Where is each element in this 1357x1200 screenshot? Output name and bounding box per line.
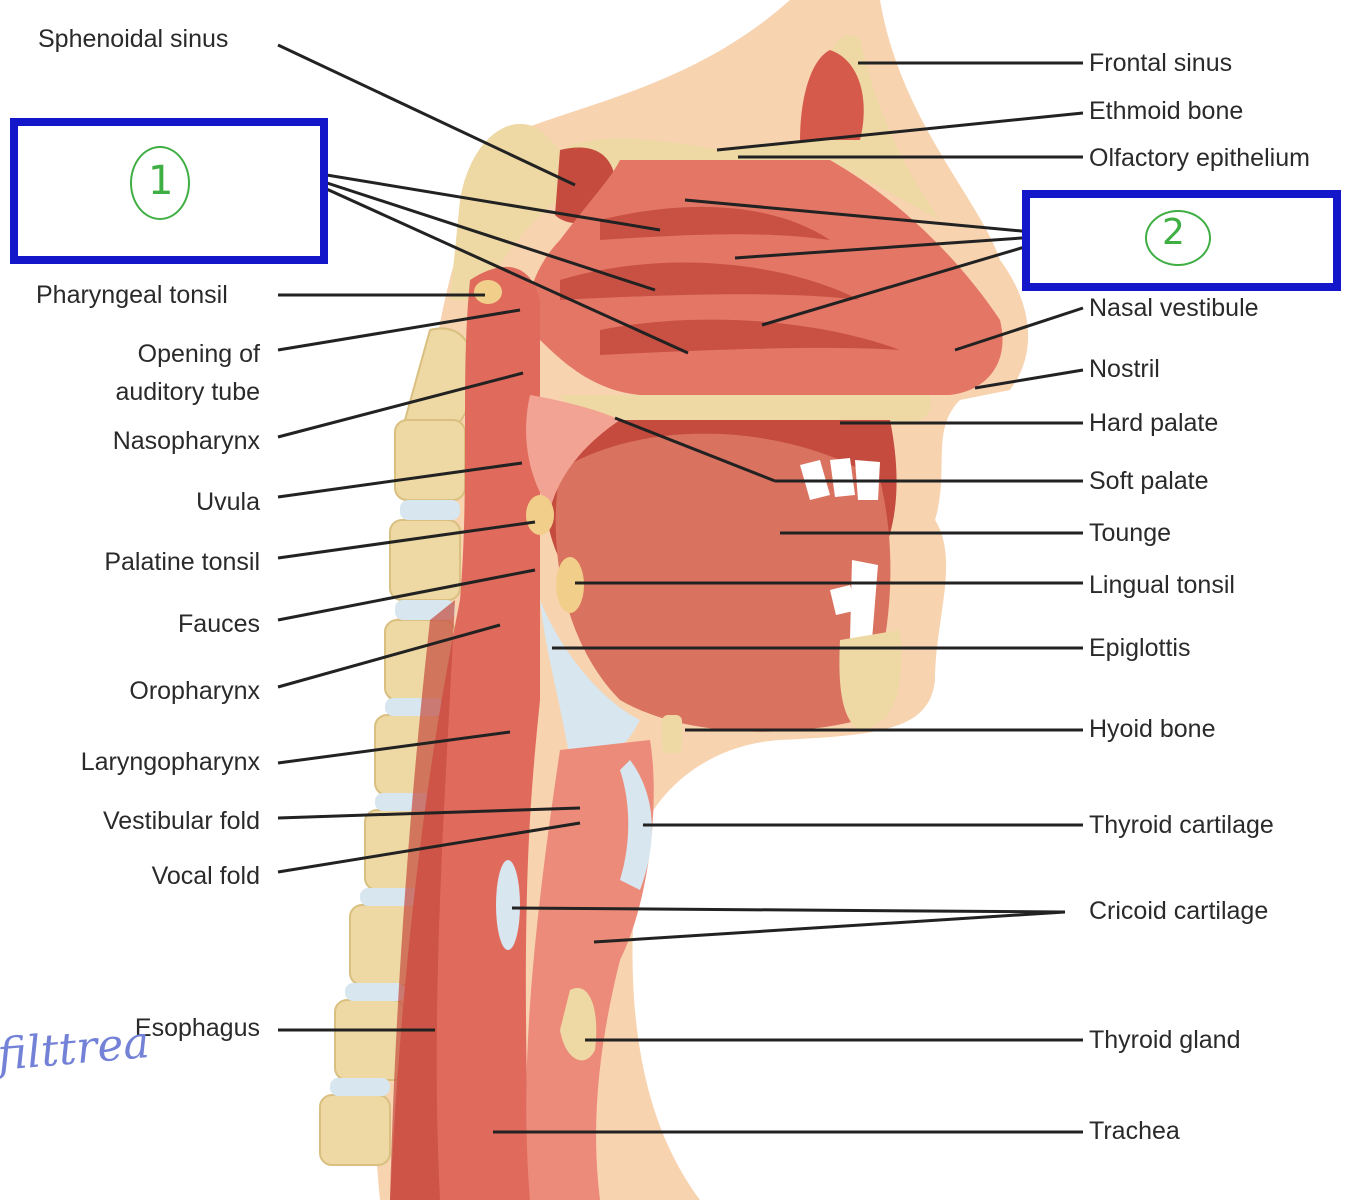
frontal-sinus-shape xyxy=(800,50,864,140)
palatine-tonsil-shape xyxy=(526,495,554,535)
nasal-conchae xyxy=(560,206,900,355)
label-opening-auditory-tube: Opening of auditory tube xyxy=(115,340,260,406)
label-hyoid-bone: Hyoid bone xyxy=(1089,715,1216,743)
leader-lines xyxy=(277,43,1084,1134)
hidden-label-box-2[interactable]: 2 xyxy=(1022,190,1341,291)
epiglottis-shape xyxy=(540,600,640,764)
label-lingual-tonsil: Lingual tonsil xyxy=(1089,571,1235,599)
label-nostril: Nostril xyxy=(1089,355,1160,383)
esophagus-shape xyxy=(390,600,455,1200)
label-hard-palate: Hard palate xyxy=(1089,409,1219,437)
hyoid-bone-shape xyxy=(662,715,682,753)
hard-palate-shape xyxy=(560,395,932,425)
handwritten-number-1: 1 xyxy=(148,158,174,204)
label-palatine-tonsil: Palatine tonsil xyxy=(104,548,260,576)
label-pharyngeal-tonsil: Pharyngeal tonsil xyxy=(36,281,228,309)
label-cricoid-cartilage: Cricoid cartilage xyxy=(1089,897,1269,925)
label-vestibular-fold: Vestibular fold xyxy=(102,807,260,835)
label-oropharynx: Oropharynx xyxy=(129,677,260,705)
soft-palate-shape xyxy=(526,395,620,510)
label-thyroid-cartilage: Thyroid cartilage xyxy=(1089,811,1274,839)
handwritten-circle-2 xyxy=(1145,210,1211,266)
label-nasopharynx: Nasopharynx xyxy=(112,427,260,455)
label-nasal-vestibule: Nasal vestibule xyxy=(1089,294,1259,322)
label-trachea: Trachea xyxy=(1089,1117,1180,1145)
handwritten-circle-1 xyxy=(130,146,190,220)
label-esophagus: Esophagus xyxy=(134,1014,260,1042)
label-soft-palate: Soft palate xyxy=(1089,467,1209,495)
label-uvula: Uvula xyxy=(196,488,260,516)
label-vocal-fold: Vocal fold xyxy=(151,862,260,890)
label-tounge: Tounge xyxy=(1089,519,1172,547)
label-olfactory-epithelium: Olfactory epithelium xyxy=(1089,144,1310,172)
hidden-label-box-1[interactable]: 1 xyxy=(10,118,328,264)
thyroid-cartilage-shape xyxy=(620,760,652,890)
handwritten-number-2: 2 xyxy=(1162,212,1185,253)
label-frontal-sinus: Frontal sinus xyxy=(1089,49,1233,77)
label-sphenoidal-sinus: Sphenoidal sinus xyxy=(38,25,229,53)
larynx-shape xyxy=(526,740,654,1200)
lingual-tonsil-shape xyxy=(556,557,584,613)
label-epiglottis: Epiglottis xyxy=(1089,634,1191,662)
thyroid-gland-shape xyxy=(560,988,597,1061)
cricoid-cartilage-shape xyxy=(496,860,520,950)
label-fauces: Fauces xyxy=(178,610,260,638)
label-ethmoid-bone: Ethmoid bone xyxy=(1089,97,1244,125)
label-thyroid-gland: Thyroid gland xyxy=(1089,1026,1241,1054)
pharyngeal-tonsil-shape xyxy=(474,280,502,304)
mandible-shape xyxy=(839,630,902,730)
label-laryngopharynx: Laryngopharynx xyxy=(80,748,260,776)
